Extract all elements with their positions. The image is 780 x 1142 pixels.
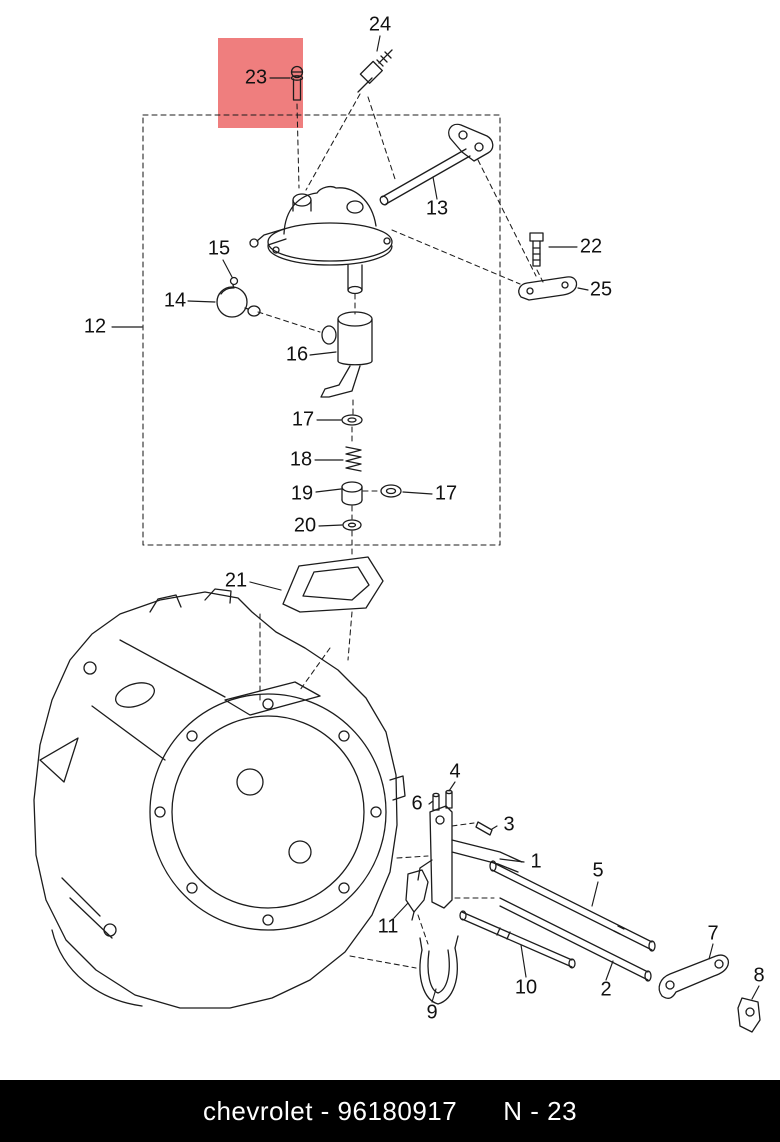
- part-7-lever: [658, 954, 730, 999]
- callout-4: 4: [449, 760, 461, 783]
- part-11-fork-lug: [405, 869, 429, 921]
- part-5-shift-rail: [489, 860, 656, 952]
- callout-11: 11: [377, 915, 399, 938]
- construction-lines-mid: [259, 611, 353, 701]
- callout-9: 9: [426, 1001, 438, 1024]
- construction-lines-top: [296, 93, 544, 285]
- exploded-parts-diagram: 1 2 3 4 5 6 7 8 9 10 11 12 13 14 15 16 1…: [33, 13, 765, 1033]
- part-13-selector-rod: [379, 123, 494, 206]
- diagram-canvas: [33, 35, 761, 1033]
- callout-8: 8: [753, 964, 765, 987]
- callout-1: 1: [530, 850, 542, 873]
- callout-leader-lines: [111, 35, 760, 1003]
- callout-22: 22: [579, 235, 603, 258]
- callout-2: 2: [600, 978, 612, 1001]
- callout-3: 3: [503, 813, 515, 836]
- part-9-shift-fork: [419, 935, 459, 1005]
- callout-15: 15: [207, 237, 231, 260]
- callout-6: 6: [411, 792, 423, 815]
- construction-lines-lower: [349, 822, 495, 969]
- part-14-ball-stud: [216, 286, 261, 318]
- part-22-bolt: [529, 232, 544, 267]
- callout-7: 7: [707, 922, 719, 945]
- shift-cover-assembly: [249, 186, 393, 295]
- part-6-pin: [432, 792, 440, 811]
- part-8-plate: [737, 997, 761, 1033]
- callout-10: 10: [514, 976, 538, 999]
- callout-25: 25: [589, 278, 613, 301]
- callout-23: 23: [244, 66, 268, 89]
- part-4-pin: [445, 789, 453, 809]
- callout-18: 18: [289, 448, 313, 471]
- highlight-box-part-23: [218, 38, 303, 128]
- part-25-bracket: [518, 276, 578, 301]
- footer-page-ref: N - 23: [503, 1095, 578, 1126]
- part-10-fork-shaft: [459, 910, 576, 969]
- part-19-plunger: [341, 481, 363, 506]
- callout-12: 12: [83, 315, 107, 338]
- callout-17b: 17: [434, 482, 458, 505]
- callout-16: 16: [285, 343, 309, 366]
- callout-13: 13: [425, 197, 449, 220]
- callout-14: 14: [163, 289, 187, 312]
- part-2-shift-rail: [499, 897, 652, 982]
- footer-bar: chevrolet - 96180917 N - 23: [0, 1080, 780, 1142]
- part-20-washer: [342, 519, 362, 531]
- part-18-spring: [345, 446, 362, 472]
- callout-17a: 17: [291, 408, 315, 431]
- construction-lines-stack: [257, 293, 381, 558]
- footer-part-number: chevrolet - 96180917: [202, 1095, 458, 1126]
- callout-24: 24: [368, 13, 392, 36]
- part-15-pin: [229, 276, 239, 289]
- part-21-gasket: [282, 556, 384, 613]
- part-23-bolt: [290, 65, 304, 101]
- callout-20: 20: [293, 514, 317, 537]
- assembly-boundary-12: [142, 114, 501, 546]
- part-24-switch: [357, 49, 393, 93]
- callout-19: 19: [290, 482, 314, 505]
- part-17-washer-a: [341, 414, 363, 426]
- part-3-roll-pin: [475, 821, 493, 836]
- part-16-shift-shaft: [320, 311, 373, 398]
- transaxle-housing: [33, 588, 406, 1009]
- callout-5: 5: [592, 859, 604, 882]
- callout-21: 21: [224, 569, 248, 592]
- part-17-washer-b: [380, 484, 402, 498]
